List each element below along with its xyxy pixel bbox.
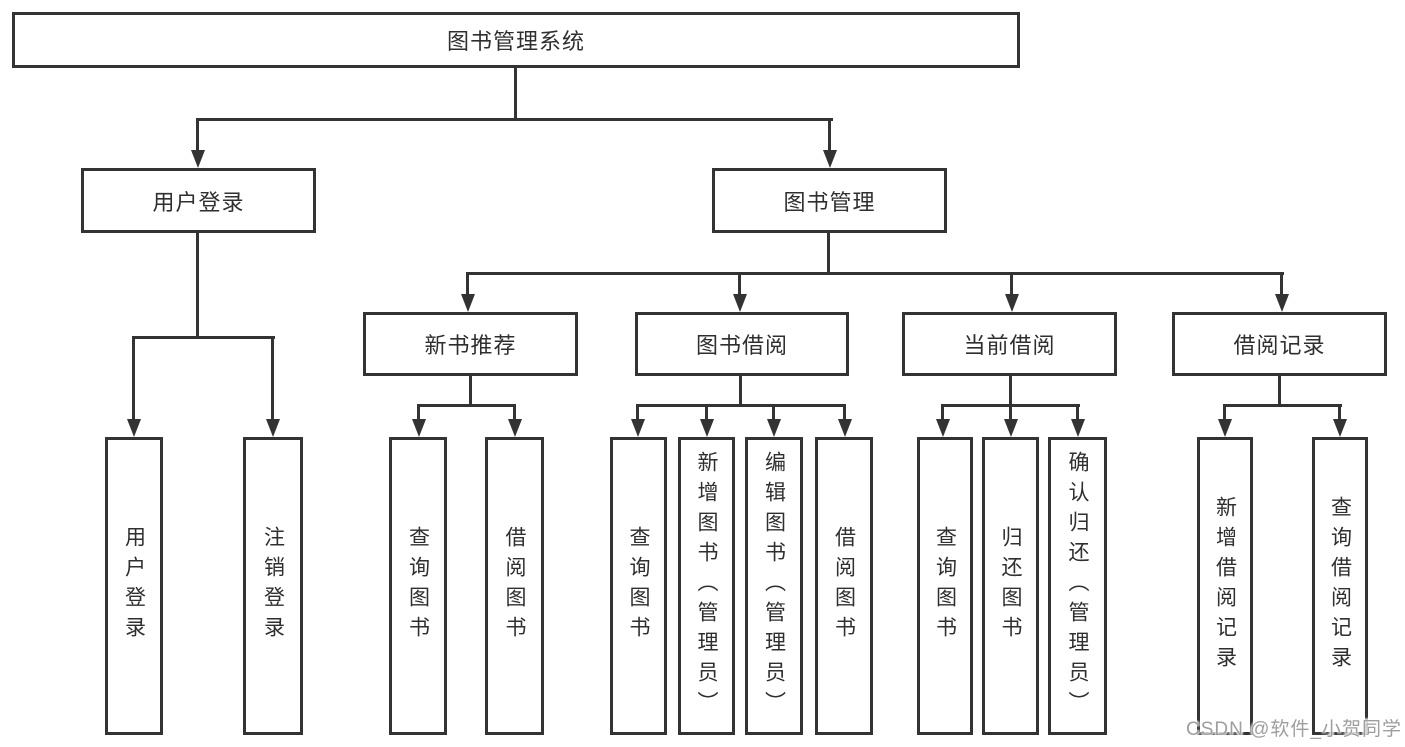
arrow-down-icon [823,150,837,168]
arrow-down-icon [461,294,475,312]
node-library-management-system: 图书管理系统 [12,12,1020,68]
connector-current-borrowing-stub [1009,376,1012,406]
arrow-down-icon [1333,419,1347,437]
connector-root-to-user-login [196,118,199,152]
connector-user-login-rail [132,336,275,339]
node-borrow-books-recommend: 借阅图书 [485,437,544,735]
node-borrow-books-borrowing: 借阅图书 [815,437,873,735]
node-query-books-current: 查询图书 [917,437,973,735]
connector-new-book-recommend-stub [469,376,472,406]
node-book-management: 图书管理 [712,168,947,233]
arrow-down-icon [767,419,781,437]
connector-to-borrowing-records [1280,272,1283,296]
connector-to-query-books-a [417,404,420,421]
connector-to-query-borrow-record [1338,404,1341,421]
arrow-down-icon [1218,419,1232,437]
arrow-down-icon [508,419,522,437]
arrow-down-icon [1005,294,1019,312]
arrow-down-icon [700,419,714,437]
connector-to-leaf-user-login [132,336,135,420]
node-add-book-admin: 新增图书（管理员） [678,437,735,735]
node-return-books: 归还图书 [982,437,1039,735]
node-query-books-borrowing: 查询图书 [610,437,667,735]
connector-to-edit-book [772,404,775,421]
connector-to-query-books-b [636,404,639,421]
arrow-down-icon [936,419,950,437]
connector-to-return-books [1009,404,1012,421]
connector-book-management-stub [827,233,830,274]
node-query-borrow-record: 查询借阅记录 [1312,437,1368,735]
connector-root-to-book-management [828,118,831,152]
node-edit-book-admin: 编辑图书（管理员） [745,437,803,735]
connector-new-book-recommend-rail [417,404,516,407]
arrow-down-icon [1004,419,1018,437]
connector-book-management-rail [466,272,1284,275]
csdn-watermark: CSDN @软件_小贺同学 [1186,719,1402,740]
node-leaf-logout: 注销登录 [243,437,303,735]
node-book-borrowing: 图书借阅 [635,312,849,376]
connector-to-query-books-c [941,404,944,421]
connector-to-new-book-recommend [466,272,469,296]
node-user-login: 用户登录 [81,168,316,233]
connector-to-leaf-logout [271,336,274,420]
node-confirm-return-admin: 确认归还（管理员） [1048,437,1107,735]
node-current-borrowing: 当前借阅 [902,312,1117,376]
connector-to-borrow-books-a [513,404,516,421]
connector-borrowing-records-stub [1278,376,1281,406]
arrow-down-icon [412,419,426,437]
arrow-down-icon [127,419,141,437]
connector-user-login-stub [196,233,199,337]
node-query-books-recommend: 查询图书 [389,437,447,735]
arrow-down-icon [838,419,852,437]
node-new-book-recommend: 新书推荐 [363,312,578,376]
arrow-down-icon [191,150,205,168]
connector-book-borrowing-rail [636,404,846,407]
connector-to-book-borrowing [738,272,741,296]
connector-book-borrowing-stub [739,376,742,406]
connector-to-borrow-books-b [843,404,846,421]
node-borrowing-records: 借阅记录 [1172,312,1387,376]
connector-to-confirm-return [1076,404,1079,421]
node-leaf-user-login: 用户登录 [105,437,163,735]
connector-root-rail [196,118,833,121]
connector-to-add-borrow-record [1223,404,1226,421]
connector-root-stub [514,68,517,118]
connector-to-current-borrowing [1010,272,1013,296]
arrow-down-icon [266,419,280,437]
connector-to-add-book [705,404,708,421]
arrow-down-icon [733,294,747,312]
connector-borrowing-records-rail [1223,404,1342,407]
arrow-down-icon [1275,294,1289,312]
node-add-borrow-record: 新增借阅记录 [1197,437,1253,735]
arrow-down-icon [1071,419,1085,437]
arrow-down-icon [631,419,645,437]
